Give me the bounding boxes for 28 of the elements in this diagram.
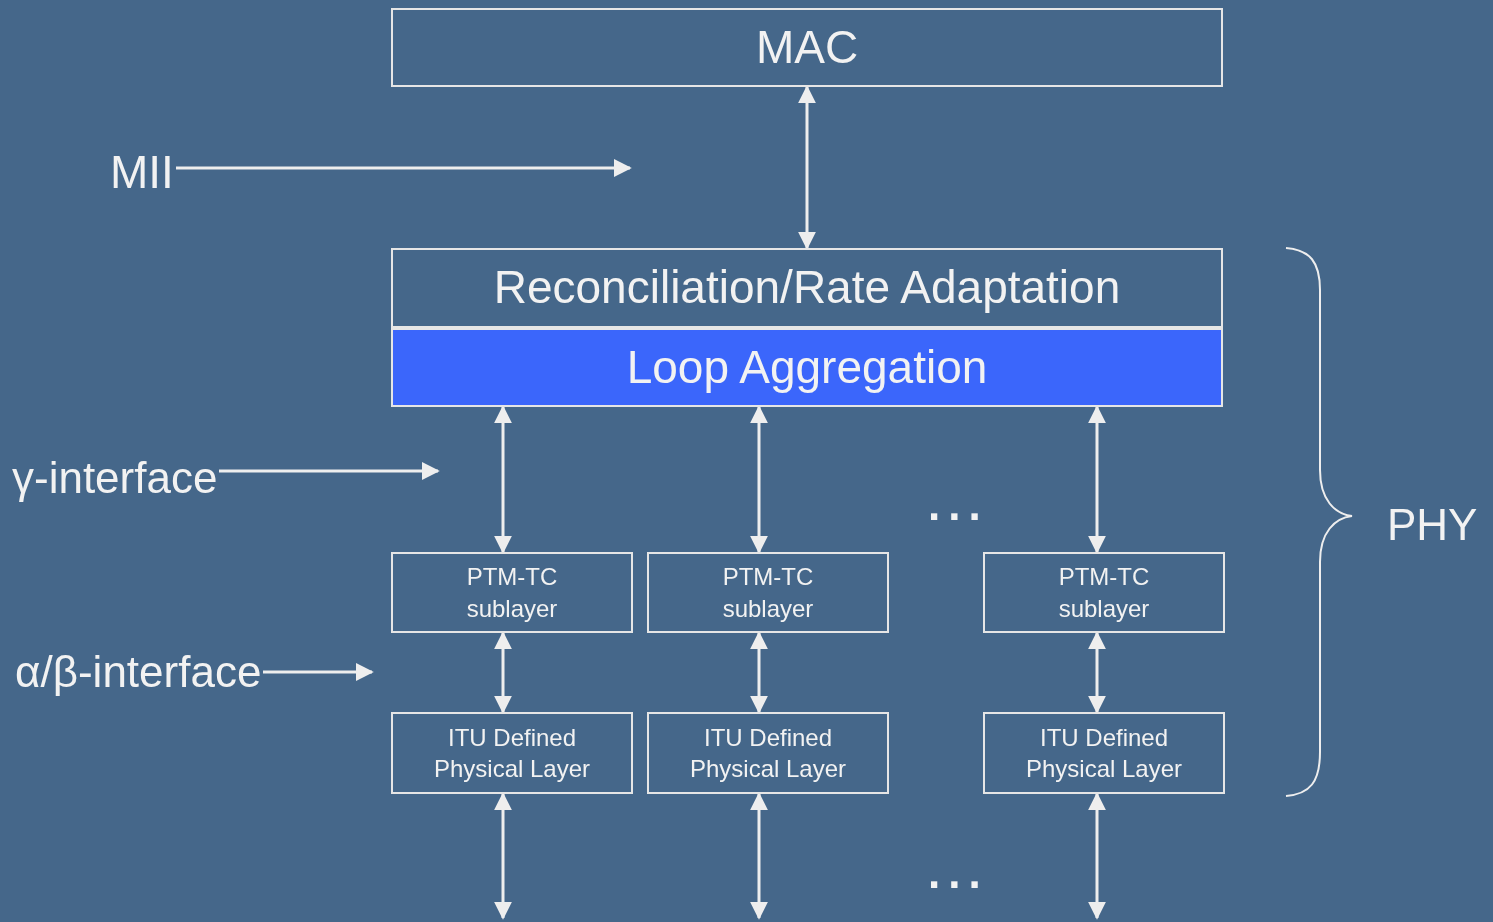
arrow	[219, 462, 440, 480]
double-arrow	[494, 405, 512, 554]
interface-label: γ-interface	[12, 452, 218, 504]
arrow	[263, 663, 374, 681]
double-arrow	[494, 792, 512, 920]
double-arrow	[750, 792, 768, 920]
double-arrow	[750, 631, 768, 714]
layer-box: ITU Defined Physical Layer	[391, 712, 633, 794]
layer-box: PTM-TC sublayer	[647, 552, 889, 633]
ellipsis: ...	[928, 848, 989, 898]
double-arrow	[798, 85, 816, 250]
double-arrow	[1088, 405, 1106, 554]
double-arrow	[494, 631, 512, 714]
double-arrow	[1088, 792, 1106, 920]
layer-box: PTM-TC sublayer	[983, 552, 1225, 633]
double-arrow	[750, 405, 768, 554]
side-label: PHY	[1387, 500, 1478, 550]
highlighted-layer-box: Loop Aggregation	[391, 328, 1223, 407]
interface-label: α/β-interface	[15, 646, 262, 698]
layer-box: ITU Defined Physical Layer	[647, 712, 889, 794]
layer-box: MAC	[391, 8, 1223, 87]
layer-box: ITU Defined Physical Layer	[983, 712, 1225, 794]
layer-box: Reconciliation/Rate Adaptation	[391, 248, 1223, 328]
arrow	[176, 159, 632, 177]
interface-label: MII	[110, 148, 174, 198]
double-arrow	[1088, 631, 1106, 714]
ellipsis: ...	[928, 480, 989, 530]
layer-box: PTM-TC sublayer	[391, 552, 633, 633]
